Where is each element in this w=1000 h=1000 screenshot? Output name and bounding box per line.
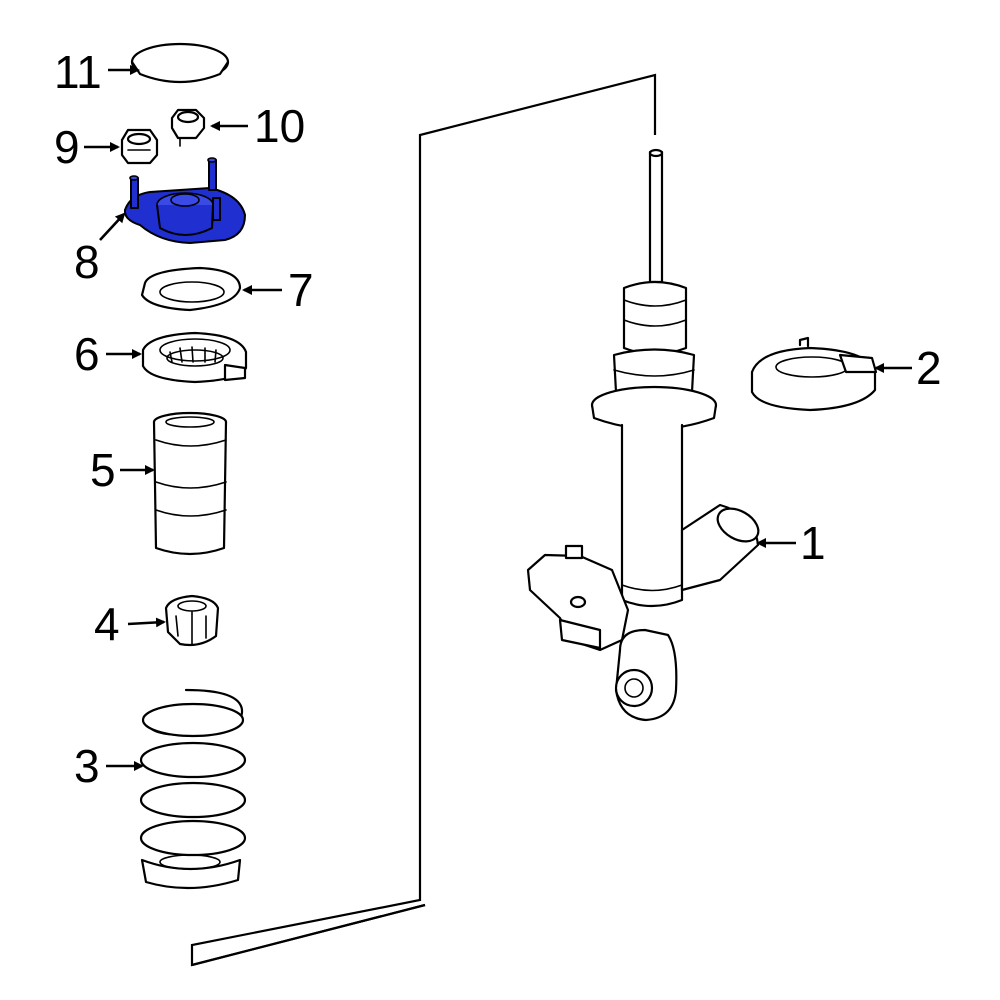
part-1-strut[interactable] <box>526 148 764 722</box>
callout-10: 10 <box>254 100 305 152</box>
part-6-upper-seat[interactable] <box>141 331 248 384</box>
part-7-upper-insulator[interactable] <box>140 266 242 312</box>
callout-labels: 11 10 9 8 7 6 5 4 3 2 1 <box>54 46 942 792</box>
part-8-strut-mount[interactable] <box>123 157 246 244</box>
part-9-nut[interactable] <box>120 128 159 165</box>
part-11-dust-cap[interactable] <box>130 42 230 84</box>
part-4-bump-stop[interactable] <box>164 594 220 647</box>
callout-2: 2 <box>916 342 942 394</box>
part-3-coil-spring[interactable] <box>139 688 247 890</box>
part-10-nut[interactable] <box>170 108 206 147</box>
callout-1: 1 <box>800 517 826 569</box>
callout-arrows <box>84 65 912 771</box>
part-5-dust-boot[interactable] <box>152 411 228 556</box>
callout-5: 5 <box>90 444 116 496</box>
callout-6: 6 <box>74 328 100 380</box>
assembly-frame <box>190 73 657 967</box>
callout-11: 11 <box>54 46 102 98</box>
part-2-spring-seat[interactable] <box>750 336 878 412</box>
callout-8: 8 <box>74 236 100 288</box>
callout-3: 3 <box>74 740 100 792</box>
callout-7: 7 <box>288 264 314 316</box>
callout-4: 4 <box>94 598 120 650</box>
callout-9: 9 <box>54 121 80 173</box>
